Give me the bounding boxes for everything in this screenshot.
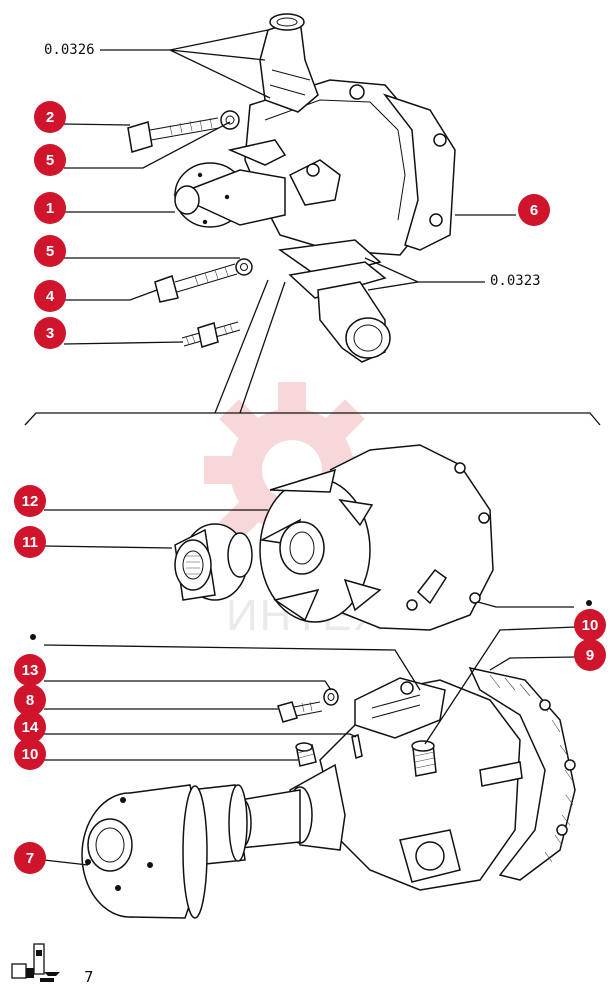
svg-text:12: 12 (22, 493, 39, 510)
callout-10-left: 10 (14, 738, 46, 770)
callout-7: 7 (14, 842, 46, 874)
bolt-8 (277, 701, 323, 723)
svg-text:5: 5 (46, 243, 54, 260)
svg-text:10: 10 (582, 617, 599, 634)
callout-3: 3 (34, 317, 66, 349)
svg-text:9: 9 (586, 647, 594, 664)
impeller (259, 468, 382, 623)
pump-cover-plate (329, 444, 494, 631)
ref-code-gasket: 0.0323 (490, 273, 541, 289)
seal-bearing-11 (174, 523, 253, 601)
svg-text:4: 4 (46, 288, 55, 305)
svg-text:14: 14 (22, 719, 39, 736)
callout-12: 12 (14, 485, 46, 517)
footer-logo-icon (11, 943, 60, 982)
washer-5-top (220, 110, 240, 130)
bolt-2 (127, 117, 220, 153)
bolt-4 (154, 263, 238, 303)
pump-body-lower (319, 666, 576, 891)
svg-text:1: 1 (46, 200, 54, 217)
outlet-elbow-pipe (277, 239, 391, 363)
svg-text:13: 13 (22, 662, 39, 679)
svg-text:11: 11 (22, 534, 38, 551)
svg-text:7: 7 (26, 850, 34, 867)
ref-code-top: 0.0326 (44, 42, 95, 58)
svg-text:2: 2 (46, 109, 54, 126)
svg-text:6: 6 (530, 202, 538, 219)
callout-5-top: 5 (34, 144, 66, 176)
callout-8: 8 (14, 684, 46, 716)
callout-5-lower: 5 (34, 235, 66, 267)
callout-2: 2 (34, 101, 66, 133)
marker-dot-right (586, 600, 592, 606)
callout-10-right: 10 (574, 609, 606, 641)
page-number: 7 (84, 968, 94, 986)
svg-text:10: 10 (22, 746, 39, 763)
section-bracket (24, 412, 601, 426)
callout-6: 6 (518, 194, 550, 226)
washer-13 (323, 688, 339, 706)
plug-10-lower (295, 742, 317, 767)
callout-13: 13 (14, 654, 46, 686)
svg-text:3: 3 (46, 325, 54, 342)
pump-body-top (173, 13, 456, 256)
callout-4: 4 (34, 280, 66, 312)
svg-text:8: 8 (26, 692, 34, 709)
shaft-and-pulley-hub (81, 763, 346, 919)
callout-11: 11 (14, 526, 46, 558)
pin-14 (351, 734, 363, 759)
callout-1: 1 (34, 192, 66, 224)
callout-9: 9 (574, 639, 606, 671)
callout-14: 14 (14, 711, 46, 743)
marker-dot-left (30, 634, 36, 640)
stud-3 (181, 321, 241, 348)
washer-5-lower (235, 258, 253, 276)
svg-text:5: 5 (46, 152, 54, 169)
leader-lines (43, 29, 577, 866)
